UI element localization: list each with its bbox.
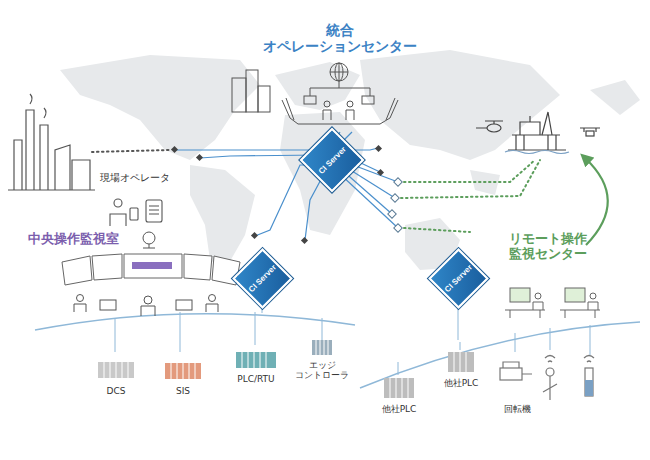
world-map xyxy=(60,50,640,270)
server-label: CI Server xyxy=(246,262,277,293)
device-label: エッジ コントローラ xyxy=(295,360,349,381)
plant-icon xyxy=(8,94,95,190)
device-label: 他社PLC xyxy=(444,378,479,388)
control-room-title: 中央操作監視室 xyxy=(28,232,119,247)
server-label: CI Server xyxy=(316,144,347,175)
remote-center-title: リモート操作 監視センター xyxy=(509,232,587,262)
offshore-platform xyxy=(476,112,600,154)
device-label: PLC/RTU xyxy=(237,374,274,384)
center-title: 統合 オペレーションセンター xyxy=(263,22,417,54)
server-label: CI Server xyxy=(442,262,473,293)
device-label: 他社PLC xyxy=(382,404,417,414)
operator-label: 現場オペレータ xyxy=(100,172,170,184)
device-label: DCS xyxy=(107,386,126,396)
device-label: 回転機 xyxy=(504,404,531,414)
device-label: SIS xyxy=(176,386,190,396)
operation-center-icon xyxy=(232,63,398,124)
server-diamond: CI Server xyxy=(232,248,293,309)
